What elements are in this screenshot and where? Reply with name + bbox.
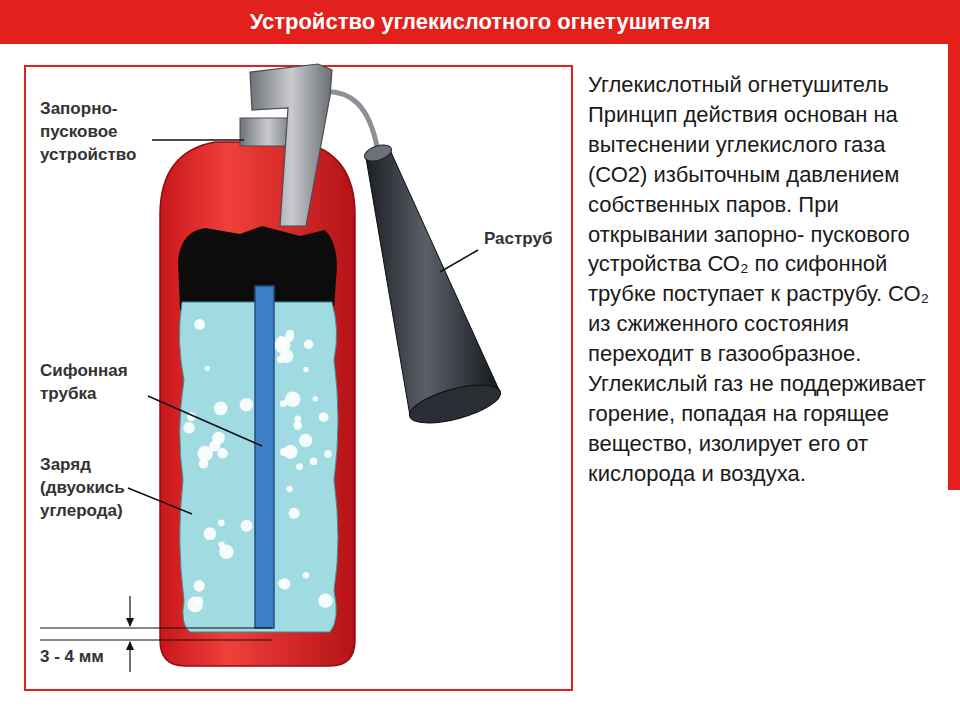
bubble xyxy=(212,432,225,445)
bubble xyxy=(194,319,205,330)
dimension-arrow xyxy=(126,641,134,650)
cylinder-body xyxy=(160,142,355,666)
bubble xyxy=(278,579,286,587)
bubble xyxy=(219,545,233,559)
leader-line xyxy=(148,396,262,446)
bubble xyxy=(293,421,302,430)
bubble xyxy=(280,448,288,456)
dimension-line xyxy=(40,627,272,628)
bubble xyxy=(313,396,318,401)
bubble xyxy=(214,401,228,415)
bubble xyxy=(240,520,252,532)
bubble xyxy=(280,349,294,363)
horn-mouth xyxy=(406,377,505,430)
bubble xyxy=(299,434,312,447)
bubble xyxy=(285,333,294,342)
bubble xyxy=(240,398,254,412)
bubble xyxy=(187,597,203,613)
siphon-tube xyxy=(255,286,274,628)
bubble xyxy=(183,422,194,433)
bubble xyxy=(319,412,329,422)
leader-line xyxy=(440,250,478,272)
bubble xyxy=(296,463,303,470)
leader-line xyxy=(128,488,192,514)
bubble xyxy=(318,593,332,607)
bubble xyxy=(204,527,217,540)
header-bar xyxy=(0,0,960,44)
bubble xyxy=(310,458,318,466)
page-title: Устройство углекислотного огнетушителя xyxy=(0,9,960,35)
description-text: Углекислотный огнетушитель Принцип дейст… xyxy=(588,70,946,489)
bubble xyxy=(324,450,332,458)
dimension-arrow xyxy=(126,618,134,627)
dimension-label: 3 - 4 мм xyxy=(40,646,140,668)
part-label: Заряд (двуокись углерода) xyxy=(40,454,158,523)
bubble xyxy=(304,340,313,349)
bubble xyxy=(285,392,301,408)
bubble xyxy=(205,366,210,371)
bubble xyxy=(303,572,310,579)
bubble xyxy=(303,367,308,372)
part-label: Запорно- пусковое устройство xyxy=(40,98,158,167)
leader-line xyxy=(152,139,244,141)
bubble xyxy=(195,597,203,605)
side-stripe xyxy=(948,44,960,490)
bubble xyxy=(287,486,293,492)
horn-neck xyxy=(363,142,394,164)
part-label: Сифонная трубка xyxy=(40,360,152,406)
bubble xyxy=(193,580,204,591)
part-label: Раструб xyxy=(484,228,564,250)
dimension-line xyxy=(40,639,272,640)
horn xyxy=(366,150,500,416)
bubble xyxy=(289,508,300,519)
valve-lever xyxy=(250,64,332,226)
bubble xyxy=(218,520,225,527)
bubble xyxy=(199,459,209,469)
